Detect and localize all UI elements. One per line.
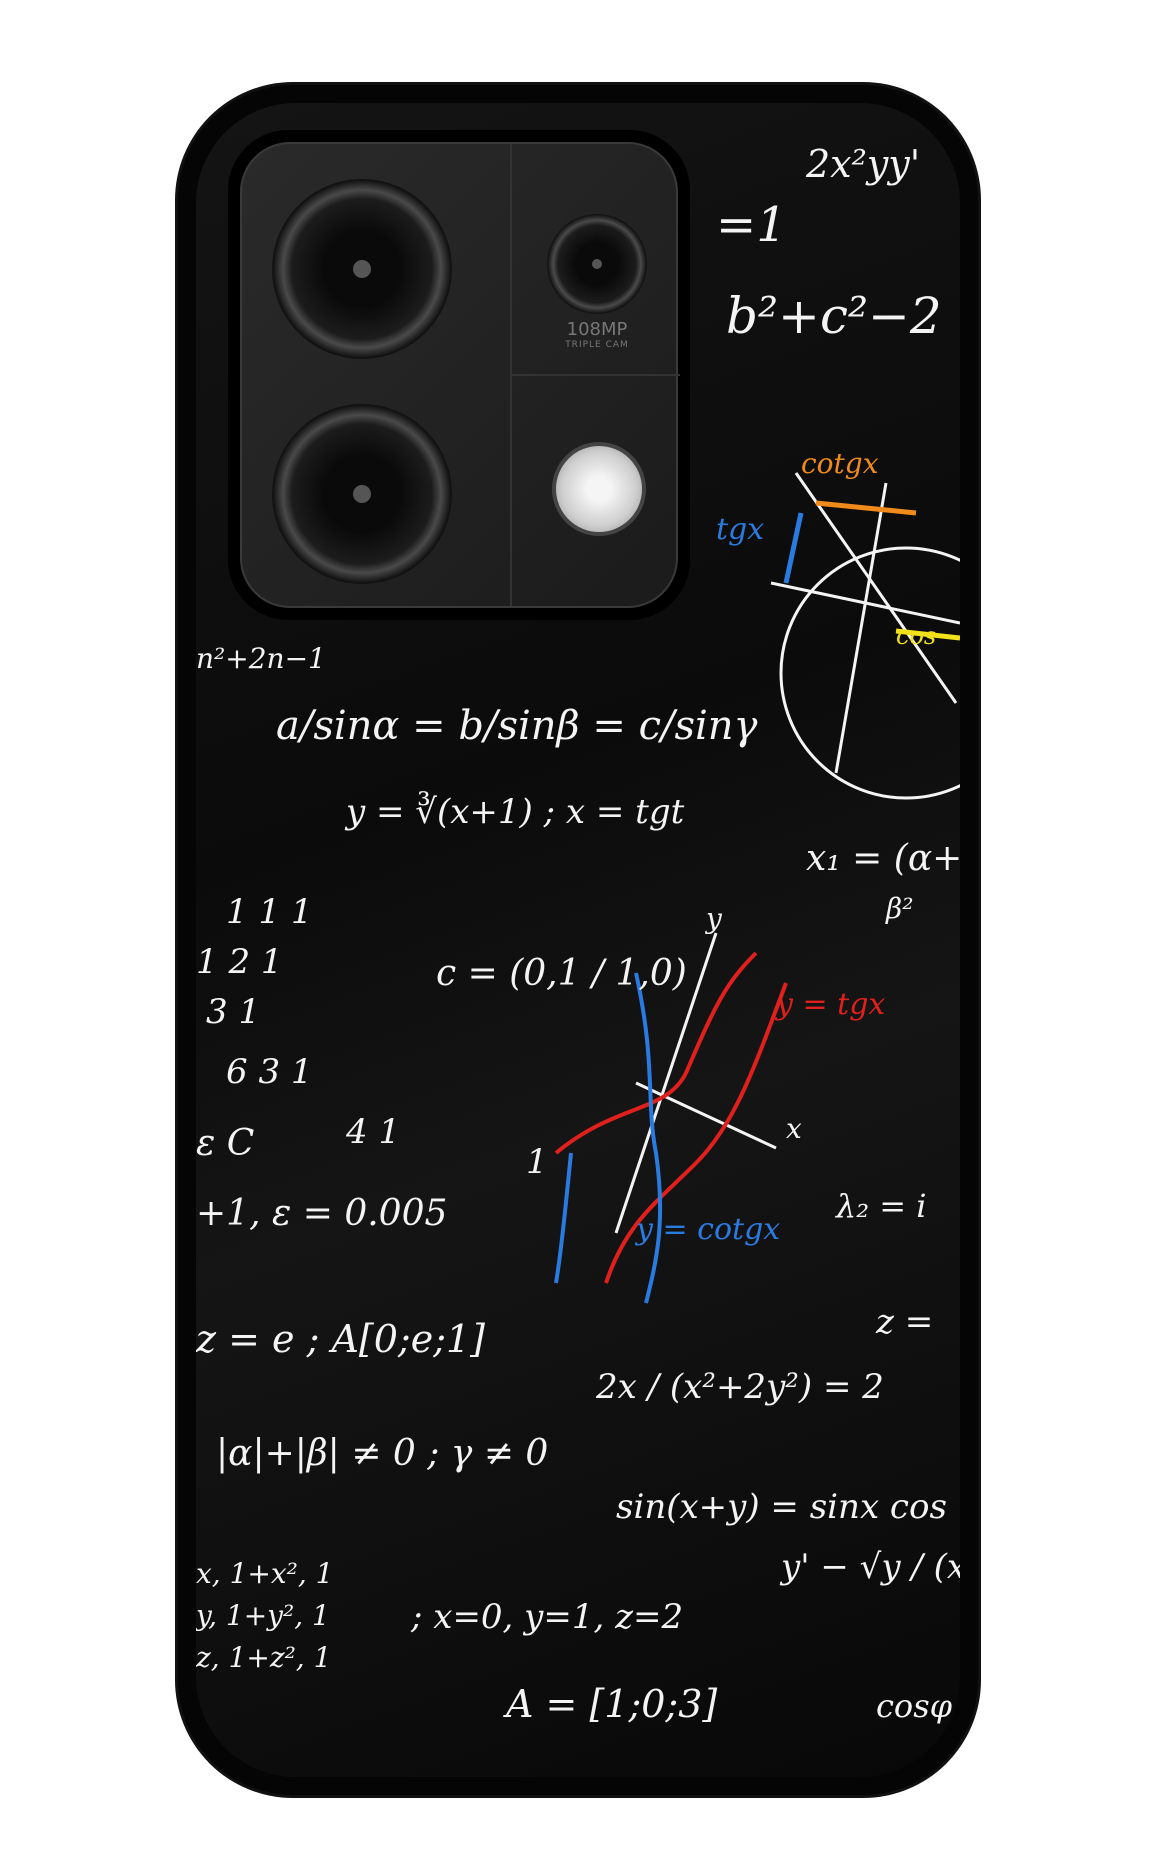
formula: |α|+|β| ≠ 0 ; γ ≠ 0 <box>216 1433 549 1474</box>
formula: y' − √y / (x+2) <box>781 1547 960 1587</box>
camera-label: 108MP TRIPLE CAM <box>532 319 662 350</box>
formula: y = ∛(x+1) ; x = tgt <box>346 792 685 832</box>
formula: b²+c²−2 <box>726 287 942 345</box>
formula: cosφ <box>876 1687 953 1725</box>
formula: x₁ = (α+β <box>806 838 960 879</box>
formula: ε C <box>196 1123 255 1164</box>
tg-curve <box>604 982 788 1284</box>
formula: 4 1 <box>346 1112 401 1152</box>
formula: a/sinα = b/sinβ = c/sinγ <box>276 703 758 749</box>
formula: z = <box>876 1302 934 1342</box>
formula: =1 <box>716 197 787 253</box>
formula: β² <box>886 892 914 925</box>
graph-y-axis <box>614 932 718 1234</box>
formula: y <box>706 902 722 935</box>
formula: 2x / (x²+2y²) = 2 <box>596 1367 884 1407</box>
phone-case: 2x²yy' =1 b²+c²−2 cotgx tgx cos n²+2n−1 … <box>178 85 978 1795</box>
formula: ; x=0, y=1, z=2 <box>411 1597 684 1637</box>
formula: 6 3 1 <box>226 1052 313 1092</box>
formula: 1 1 1 <box>226 892 313 932</box>
cos-segment <box>895 628 960 641</box>
unit-circle <box>779 546 960 800</box>
camera-cutout: 108MP TRIPLE CAM <box>228 130 690 620</box>
flash-icon <box>552 442 646 536</box>
graph-x-axis <box>635 1081 777 1150</box>
formula: cotgx <box>801 447 879 480</box>
circle-axis <box>834 482 888 774</box>
formula: x <box>786 1112 802 1145</box>
cotg-curve <box>634 972 663 1304</box>
formula: 3 1 <box>206 992 261 1032</box>
formula: z, 1+z², 1 <box>196 1641 332 1674</box>
megapixel-label: 108MP <box>566 319 628 340</box>
formula: 1 2 1 <box>196 942 283 982</box>
formula: 1 <box>526 1142 548 1182</box>
tg-segment <box>783 512 804 584</box>
cotg-segment <box>815 500 917 516</box>
secondary-lens-icon <box>272 404 452 584</box>
formula: λ₂ = i <box>836 1187 927 1225</box>
formula: +1, ε = 0.005 <box>196 1193 448 1234</box>
small-lens-icon <box>547 214 647 314</box>
formula: tgx <box>716 512 765 547</box>
formula: c = (0,1 / 1,0) <box>436 953 687 994</box>
formula: cos <box>896 622 937 650</box>
formula: n²+2n−1 <box>196 642 326 675</box>
cotg-curve <box>554 1152 573 1284</box>
formula: x, 1+x², 1 <box>196 1557 334 1590</box>
triple-cam-label: TRIPLE CAM <box>565 340 629 350</box>
formula: A = [1;0;3] <box>506 1682 718 1726</box>
formula: y, 1+y², 1 <box>196 1599 330 1632</box>
formula: sin(x+y) = sinx cos <box>616 1487 947 1527</box>
main-lens-icon <box>272 179 452 359</box>
camera-module: 108MP TRIPLE CAM <box>240 142 680 608</box>
formula: 2x²yy' <box>806 142 921 186</box>
graph-drawings <box>554 472 960 1304</box>
tg-curve <box>554 951 758 1155</box>
formula: z = e ; A[0;e;1] <box>196 1317 486 1361</box>
divider <box>510 374 680 376</box>
formula: y = cotgx <box>636 1212 781 1247</box>
formula: y = tgx <box>776 987 886 1022</box>
circle-radius <box>794 472 958 704</box>
